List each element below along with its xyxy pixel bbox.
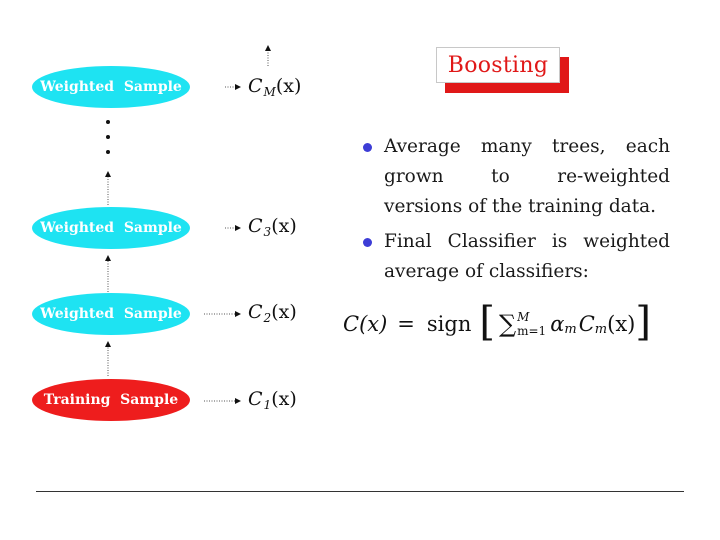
classifier-c2-sub: 2 — [263, 311, 272, 325]
bullet-dot-icon — [363, 143, 372, 152]
classifier-cm-sub: M — [263, 85, 276, 99]
ellipsis-dot — [106, 135, 110, 139]
formula-lhs: C(x) — [343, 312, 388, 336]
formula-alpha-sub: m — [564, 321, 577, 337]
classifier-cm-arg: (x) — [275, 75, 302, 97]
training-sample-label: Training Sample — [43, 392, 179, 408]
classifier-cm-letter: C — [248, 75, 263, 97]
ellipsis-dot — [106, 150, 110, 154]
classifier-c3-arg: (x) — [271, 215, 297, 237]
bullet-dot-icon — [363, 238, 372, 247]
bullet-text: Average many trees, each grown to re-wei… — [384, 136, 670, 217]
classifier-c3-sub: 3 — [263, 225, 272, 239]
formula-alpha: α — [550, 312, 565, 336]
weighted-sample-3-label: Weighted Sample — [40, 220, 182, 236]
formula-sum-lower: m=1 — [517, 324, 547, 338]
bottom-divider — [36, 491, 684, 492]
classifier-c2: C2(x) — [248, 301, 297, 325]
bullet-item: Final Classifier is weighted average of … — [360, 227, 670, 287]
bullet-item: Average many trees, each grown to re-wei… — [360, 132, 670, 222]
classifier-c1: C1(x) — [248, 388, 297, 412]
weighted-sample-3: Weighted Sample — [32, 207, 190, 249]
classifier-c1-letter: C — [248, 388, 263, 410]
formula-sign: sign — [426, 312, 472, 336]
training-sample: Training Sample — [32, 379, 190, 421]
ellipsis-dot — [106, 120, 110, 124]
classifier-c2-arg: (x) — [271, 301, 297, 323]
formula-arg: (x) — [607, 312, 636, 336]
weighted-sample-2: Weighted Sample — [32, 293, 190, 335]
bullet-list: Average many trees, each grown to re-wei… — [360, 132, 670, 287]
formula-equals: = — [397, 312, 415, 336]
formula-left-bracket: [ — [479, 299, 495, 345]
bullet-text: Final Classifier is weighted average of … — [384, 231, 670, 282]
formula-right-bracket: ] — [635, 299, 651, 345]
formula-sum-upper: M — [517, 310, 530, 324]
title-box: Boosting — [436, 47, 560, 83]
classifier-c2-letter: C — [248, 301, 263, 323]
formula-c-sub: m — [594, 321, 608, 337]
formula-sum-limits: M m=1 — [517, 310, 546, 338]
classifier-c3-letter: C — [248, 215, 263, 237]
classifier-cm: CM(x) — [248, 75, 302, 99]
classifier-c3: C3(x) — [248, 215, 297, 239]
classifier-c1-arg: (x) — [271, 388, 297, 410]
weighted-sample-2-label: Weighted Sample — [40, 306, 182, 322]
weighted-sample-m: Weighted Sample — [32, 66, 190, 108]
formula-sum: ∑ M m=1 — [499, 310, 546, 338]
classifier-c1-sub: 1 — [263, 398, 272, 412]
formula-c: C — [578, 312, 595, 336]
page-title: Boosting — [447, 52, 549, 78]
sigma-icon: ∑ — [498, 310, 517, 338]
weighted-sample-m-label: Weighted Sample — [40, 79, 182, 95]
